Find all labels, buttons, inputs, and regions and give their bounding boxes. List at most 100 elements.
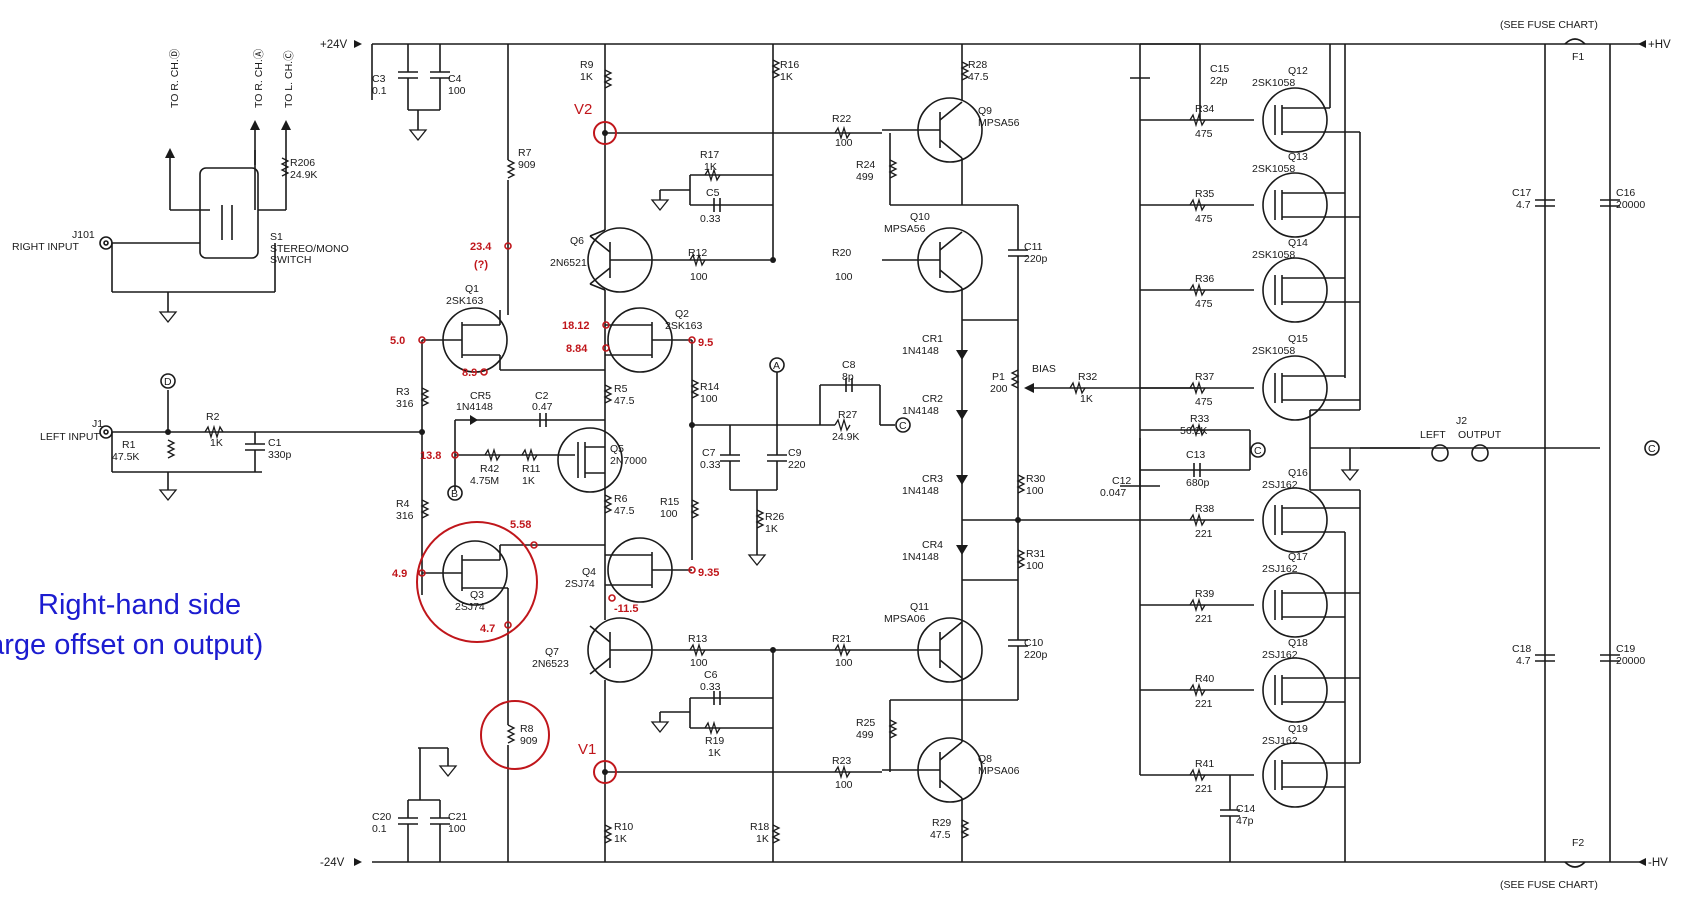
q1-type: 2SK163	[446, 295, 484, 307]
c5-value: 0.33	[700, 213, 721, 225]
node-b	[447, 485, 463, 501]
resistor-r23	[834, 764, 851, 780]
r15-label: R15	[660, 496, 679, 508]
q16-label: Q16	[1288, 467, 1308, 479]
meas-18-12: 18.12	[562, 320, 590, 332]
left-output-label-2: OUTPUT	[1458, 429, 1502, 441]
measurement-points	[416, 121, 696, 784]
r42-value: 4.75M	[470, 475, 499, 487]
c8-label: C8	[842, 359, 856, 371]
q2-label: Q2	[675, 308, 689, 320]
c2-label: C2	[535, 390, 549, 402]
c13-value: 680p	[1186, 477, 1210, 489]
q3-type: 2SJ74	[455, 601, 485, 613]
q4-label: Q4	[582, 566, 596, 578]
p1-value: 200	[990, 383, 1008, 395]
resistor-r31	[1016, 549, 1026, 569]
mosfet-q15	[1262, 355, 1328, 421]
bypass-caps-top	[398, 44, 450, 142]
r22-label: R22	[832, 113, 851, 125]
r30-label: R30	[1026, 473, 1045, 485]
r10-value: 1K	[614, 833, 627, 845]
cr3-label: CR3	[922, 473, 943, 485]
c10-value: 220p	[1024, 649, 1048, 661]
resistor-r42	[484, 447, 501, 463]
c8-value: 8p	[842, 371, 854, 383]
resistor-r41	[1189, 767, 1206, 783]
node-d-label: D	[164, 376, 172, 388]
vas-stage	[882, 44, 1200, 862]
resistor-r19	[704, 720, 721, 736]
r19-label: R19	[705, 735, 724, 747]
mosfet-q17	[1262, 572, 1328, 638]
q16-type: 2SJ162	[1262, 479, 1298, 491]
resistor-r9	[603, 69, 613, 89]
resistor-r15	[690, 499, 700, 519]
left-input-label: LEFT INPUT	[40, 431, 100, 443]
r30-value: 100	[1026, 485, 1044, 497]
rail-pos-label: +24V	[320, 39, 348, 51]
r28-label: R28	[968, 59, 987, 71]
r4-value: 316	[396, 510, 414, 522]
j1-label: J1	[92, 418, 103, 430]
j2-label: J2	[1456, 415, 1467, 427]
node-c-right	[1644, 440, 1660, 456]
fuse-chart-top: (SEE FUSE CHART)	[1500, 19, 1598, 31]
r32-value: 1K	[1080, 393, 1093, 405]
resistor-r8	[506, 724, 516, 744]
q11-label: Q11	[910, 601, 929, 613]
c4-label: C4	[448, 73, 462, 85]
r38-label: R38	[1195, 503, 1214, 515]
resistor-r18	[771, 824, 781, 844]
r41-label: R41	[1195, 758, 1214, 770]
mosfet-q18	[1262, 657, 1328, 723]
q5-type: 2N7000	[610, 455, 647, 467]
resistor-r36	[1189, 282, 1206, 298]
left-output-label-1: LEFT	[1420, 429, 1446, 441]
q5-label: Q5	[610, 443, 624, 455]
q12-label: Q12	[1288, 65, 1308, 77]
node-c-out	[1250, 442, 1266, 458]
r18-value: 1K	[756, 833, 769, 845]
r8-label: R8	[520, 723, 534, 735]
r40-value: 221	[1195, 698, 1213, 710]
f2-label: F2	[1572, 837, 1584, 849]
r28-value: 47.5	[968, 71, 989, 83]
q18-type: 2SJ162	[1262, 649, 1298, 661]
c5-label: C5	[706, 187, 720, 199]
c6-value: 0.33	[700, 681, 721, 693]
r5-label: R5	[614, 383, 628, 395]
c12-value: 0.047	[1100, 487, 1126, 499]
r24-value: 499	[856, 171, 874, 183]
mosfet-q13	[1262, 172, 1328, 238]
q8-label: Q8	[978, 753, 992, 765]
meas-5-0: 5.0	[390, 335, 405, 347]
q9-type: MPSA56	[978, 117, 1020, 129]
q10-label: Q10	[910, 211, 930, 223]
q2-type: 2SK163	[665, 320, 703, 332]
c10-label: C10	[1024, 637, 1043, 649]
r16-value: 1K	[780, 71, 793, 83]
v2-label: V2	[574, 101, 592, 118]
cr1-label: CR1	[922, 333, 943, 345]
r11-value: 1K	[522, 475, 535, 487]
r7-label: R7	[518, 147, 532, 159]
node-d	[160, 373, 176, 389]
r33-value: 56.2K	[1180, 425, 1207, 437]
q19-type: 2SJ162	[1262, 735, 1298, 747]
r37-label: R37	[1195, 371, 1214, 383]
r16-label: R16	[780, 59, 799, 71]
fuse-f2	[1564, 861, 1586, 868]
c16-value: 20000	[1616, 199, 1645, 211]
meas-4-7: 4.7	[480, 623, 495, 635]
resistor-r34	[1189, 112, 1206, 128]
r7-value: 909	[518, 159, 536, 171]
r34-label: R34	[1195, 103, 1214, 115]
q15-type: 2SK1058	[1252, 345, 1295, 357]
resistor-r14	[690, 379, 700, 399]
cr4-type: 1N4148	[902, 551, 939, 563]
r27-label: R27	[838, 409, 857, 421]
c18-label: C18	[1512, 643, 1531, 655]
r18-label: R18	[750, 821, 769, 833]
r20-label: R20	[832, 247, 851, 259]
